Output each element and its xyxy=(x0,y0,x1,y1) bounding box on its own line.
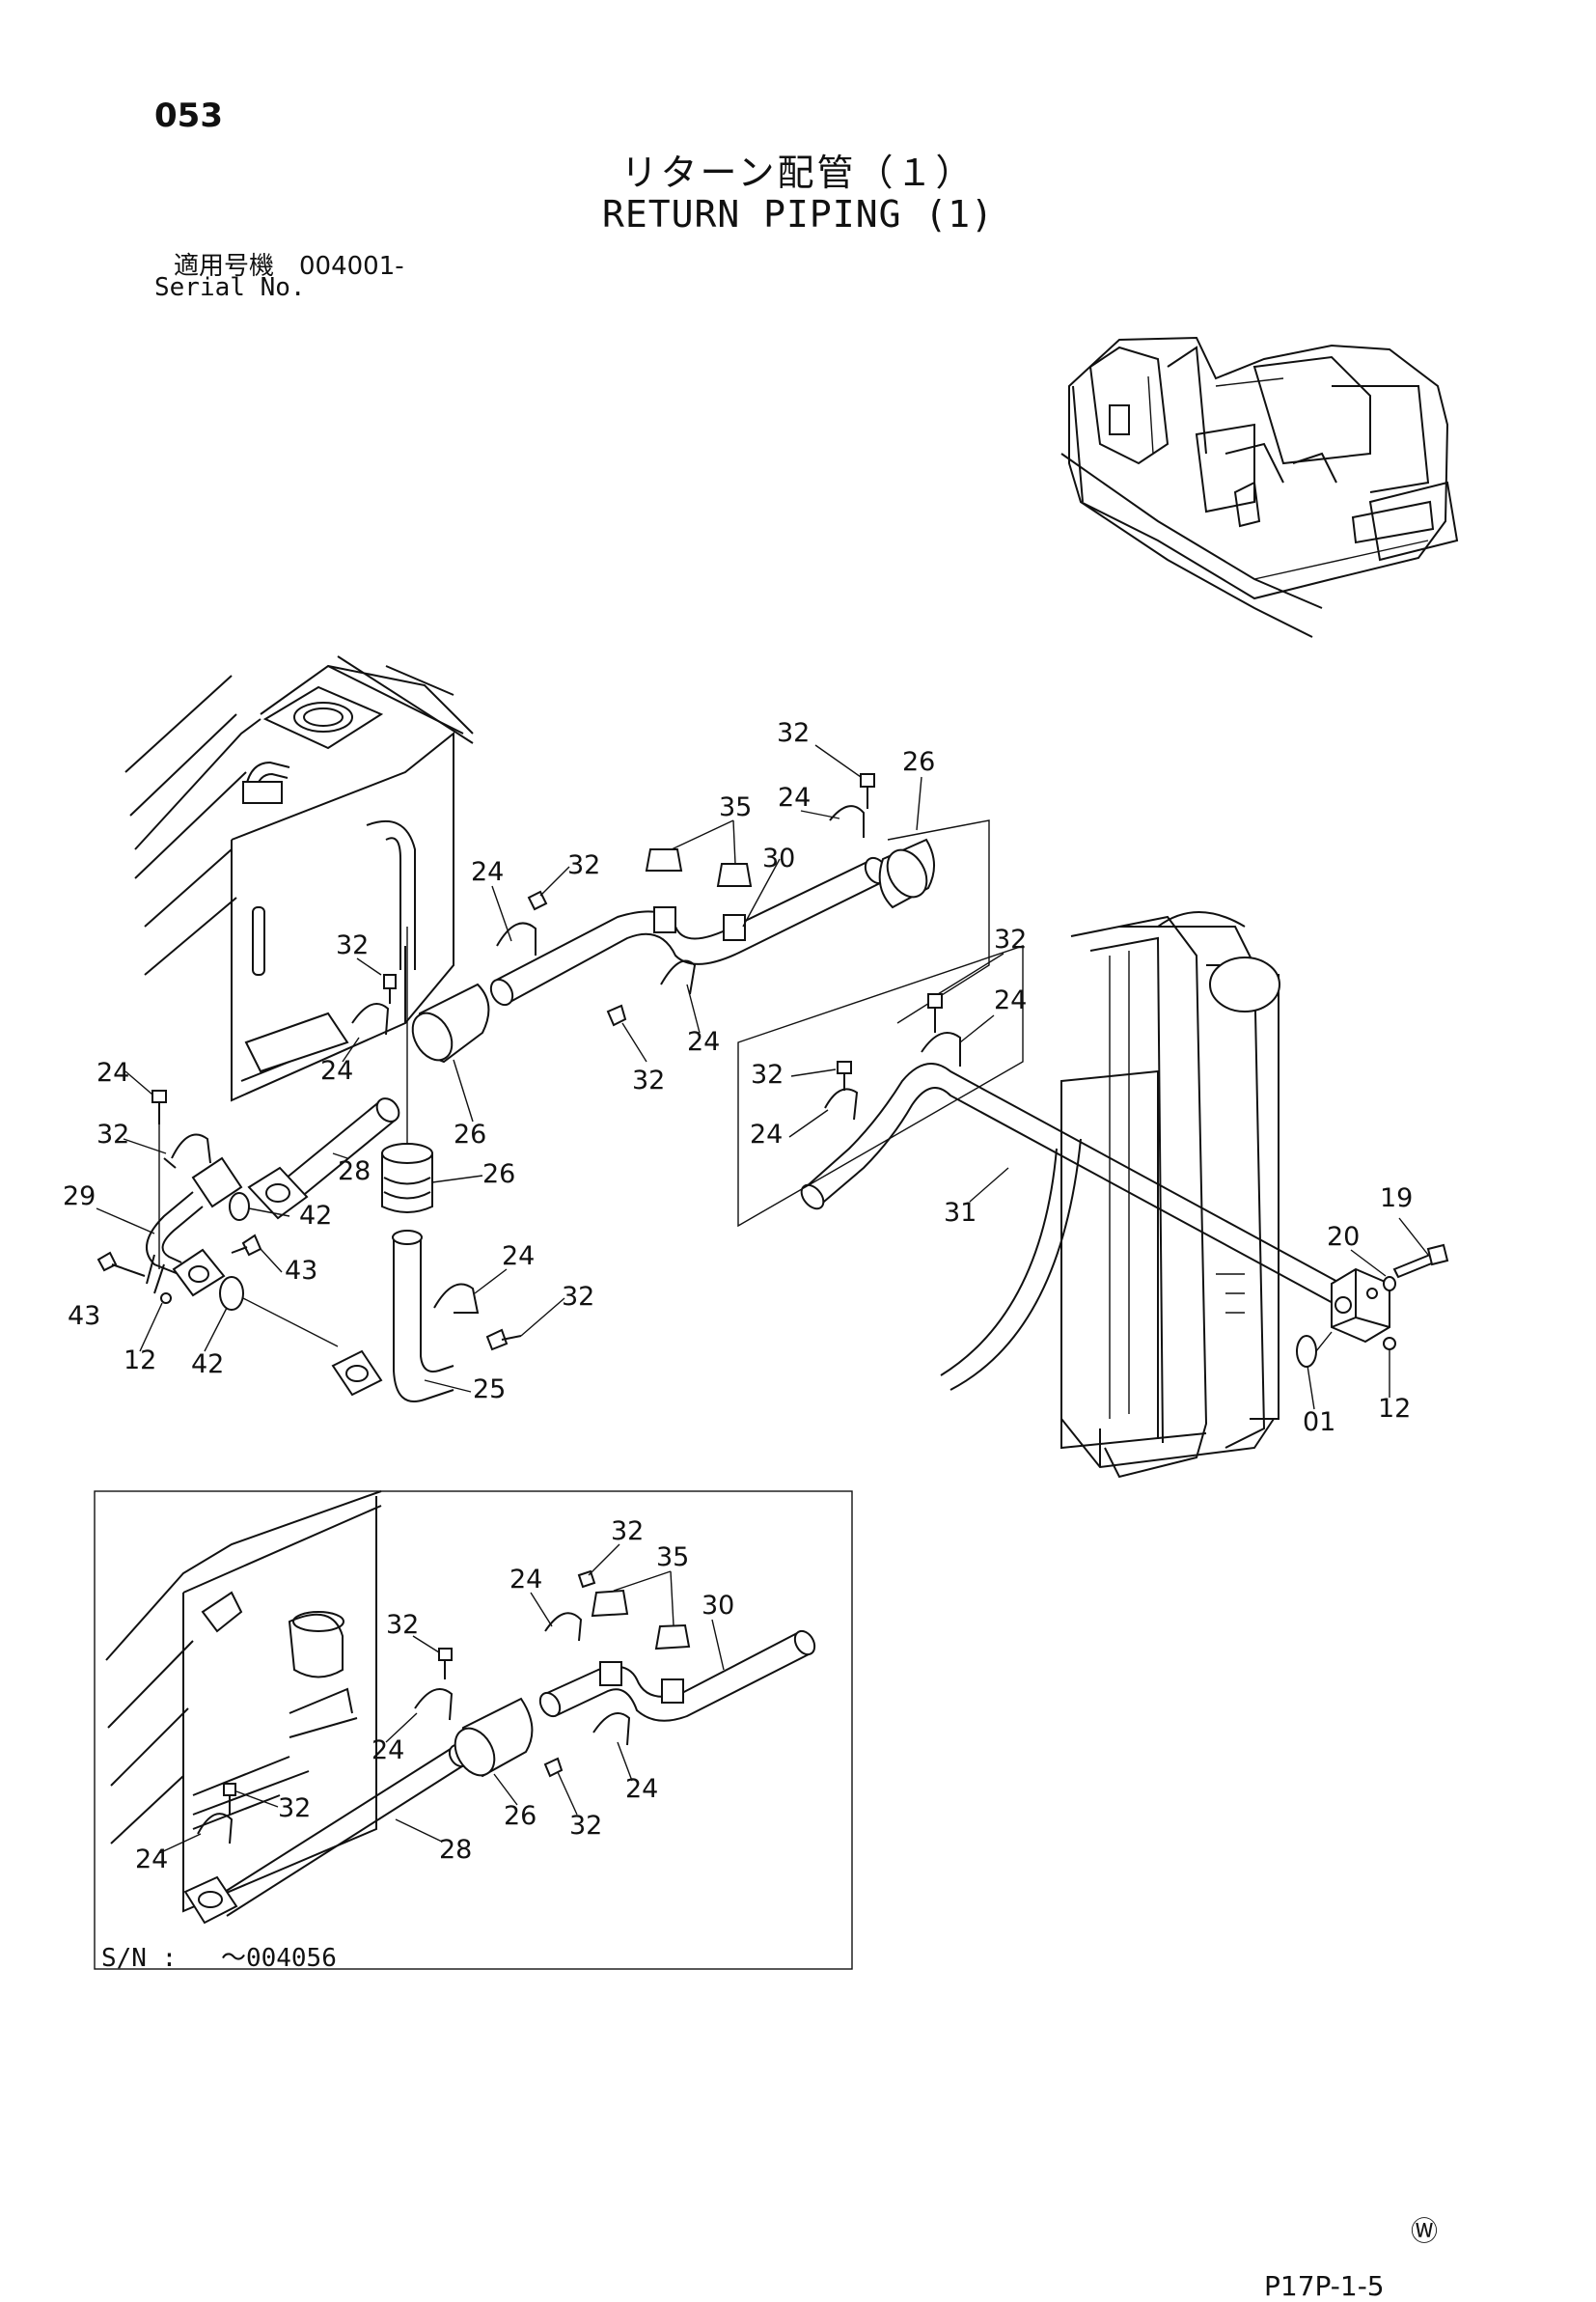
inset-sn-label: S/N : xyxy=(101,1944,178,1973)
callout-inset-6: 24 xyxy=(625,1774,658,1804)
excavator-overview-illustration xyxy=(1060,336,1459,638)
callout-main-20: 42 xyxy=(299,1201,332,1231)
inset-serial-note: S/N : ～004056 xyxy=(101,1938,337,1974)
callout-main-17: 24 xyxy=(750,1120,783,1150)
footer-code: P17P-1-5 xyxy=(1264,2270,1385,2302)
callouts-main: 32 26 35 24 24 32 30 32 32 24 24 32 32 2… xyxy=(63,718,1413,1437)
pipe-28-assembly xyxy=(229,1097,400,1221)
callout-main-23: 43 xyxy=(285,1256,317,1286)
serial-label-japanese: 適用号機 xyxy=(174,252,275,281)
serial-applicability: 適用号機 004001- xyxy=(174,246,429,282)
callout-main-29: 32 xyxy=(562,1282,594,1312)
callout-main-13: 24 xyxy=(320,1056,353,1086)
serial-label-english: Serial No. xyxy=(154,273,306,302)
callout-inset-8: 32 xyxy=(278,1793,311,1823)
page-number: 053 xyxy=(154,97,223,135)
callout-main-25: 20 xyxy=(1327,1222,1360,1252)
callout-main-15: 26 xyxy=(454,1120,486,1150)
callout-main-16: 32 xyxy=(96,1120,129,1150)
callout-main-7: 32 xyxy=(336,930,369,960)
callout-main-4: 24 xyxy=(471,857,504,887)
callouts-inset: 32 35 24 30 32 24 24 26 32 32 24 28 xyxy=(135,1516,734,1874)
callout-main-6: 30 xyxy=(762,844,795,874)
callout-main-9: 24 xyxy=(994,985,1027,1015)
callout-inset-9: 32 xyxy=(569,1811,602,1841)
callout-inset-2: 24 xyxy=(509,1565,542,1595)
callout-main-11: 32 xyxy=(632,1066,665,1096)
callout-inset-10: 24 xyxy=(135,1844,168,1874)
callout-main-1: 26 xyxy=(902,747,935,777)
callout-main-19: 26 xyxy=(482,1159,515,1189)
callout-inset-11: 28 xyxy=(439,1835,472,1865)
callout-main-31: 25 xyxy=(473,1374,506,1404)
leader-lines xyxy=(96,744,1429,1854)
callout-inset-4: 32 xyxy=(386,1610,419,1640)
callout-main-12: 32 xyxy=(751,1060,784,1090)
pipe-29-assembly xyxy=(96,1090,339,1347)
callout-main-8: 32 xyxy=(994,925,1027,955)
callout-main-27: 24 xyxy=(502,1241,535,1271)
callout-main-3: 24 xyxy=(778,783,811,813)
callout-main-10: 24 xyxy=(687,1027,720,1057)
pipe-30-assembly xyxy=(351,773,990,1064)
pipe-25-and-hose-26 xyxy=(331,1143,522,1402)
page-title-japanese: リターン配管（１） xyxy=(620,152,976,194)
inset-sn-value: ～004056 xyxy=(220,1944,337,1973)
page-title-english: RETURN PIPING (1) xyxy=(602,193,994,236)
callout-main-22: 29 xyxy=(63,1181,96,1211)
callout-main-32: 01 xyxy=(1303,1407,1335,1437)
callout-main-18: 28 xyxy=(338,1156,371,1186)
callout-inset-3: 30 xyxy=(702,1591,734,1621)
callout-main-26: 43 xyxy=(68,1301,100,1331)
callout-inset-0: 32 xyxy=(611,1516,644,1546)
callout-main-2: 35 xyxy=(719,792,752,822)
callout-main-0: 32 xyxy=(777,718,810,748)
hydraulic-tank-illustration xyxy=(124,655,474,1158)
inset-earlier-serial xyxy=(94,1490,853,1970)
footer-mark: Ⓦ xyxy=(1411,2215,1439,2247)
oil-cooler-illustration xyxy=(940,911,1280,1479)
callout-inset-7: 26 xyxy=(504,1801,537,1831)
callout-main-14: 24 xyxy=(96,1058,129,1088)
callout-main-5: 32 xyxy=(567,850,600,880)
callout-main-33: 12 xyxy=(1378,1394,1411,1424)
callout-main-24: 19 xyxy=(1380,1183,1413,1213)
callout-main-30: 42 xyxy=(191,1349,224,1379)
pipe-31-assembly xyxy=(737,945,1449,1368)
callout-inset-1: 35 xyxy=(656,1542,689,1572)
serial-value: 004001- xyxy=(299,252,404,281)
callout-main-21: 31 xyxy=(944,1198,977,1228)
